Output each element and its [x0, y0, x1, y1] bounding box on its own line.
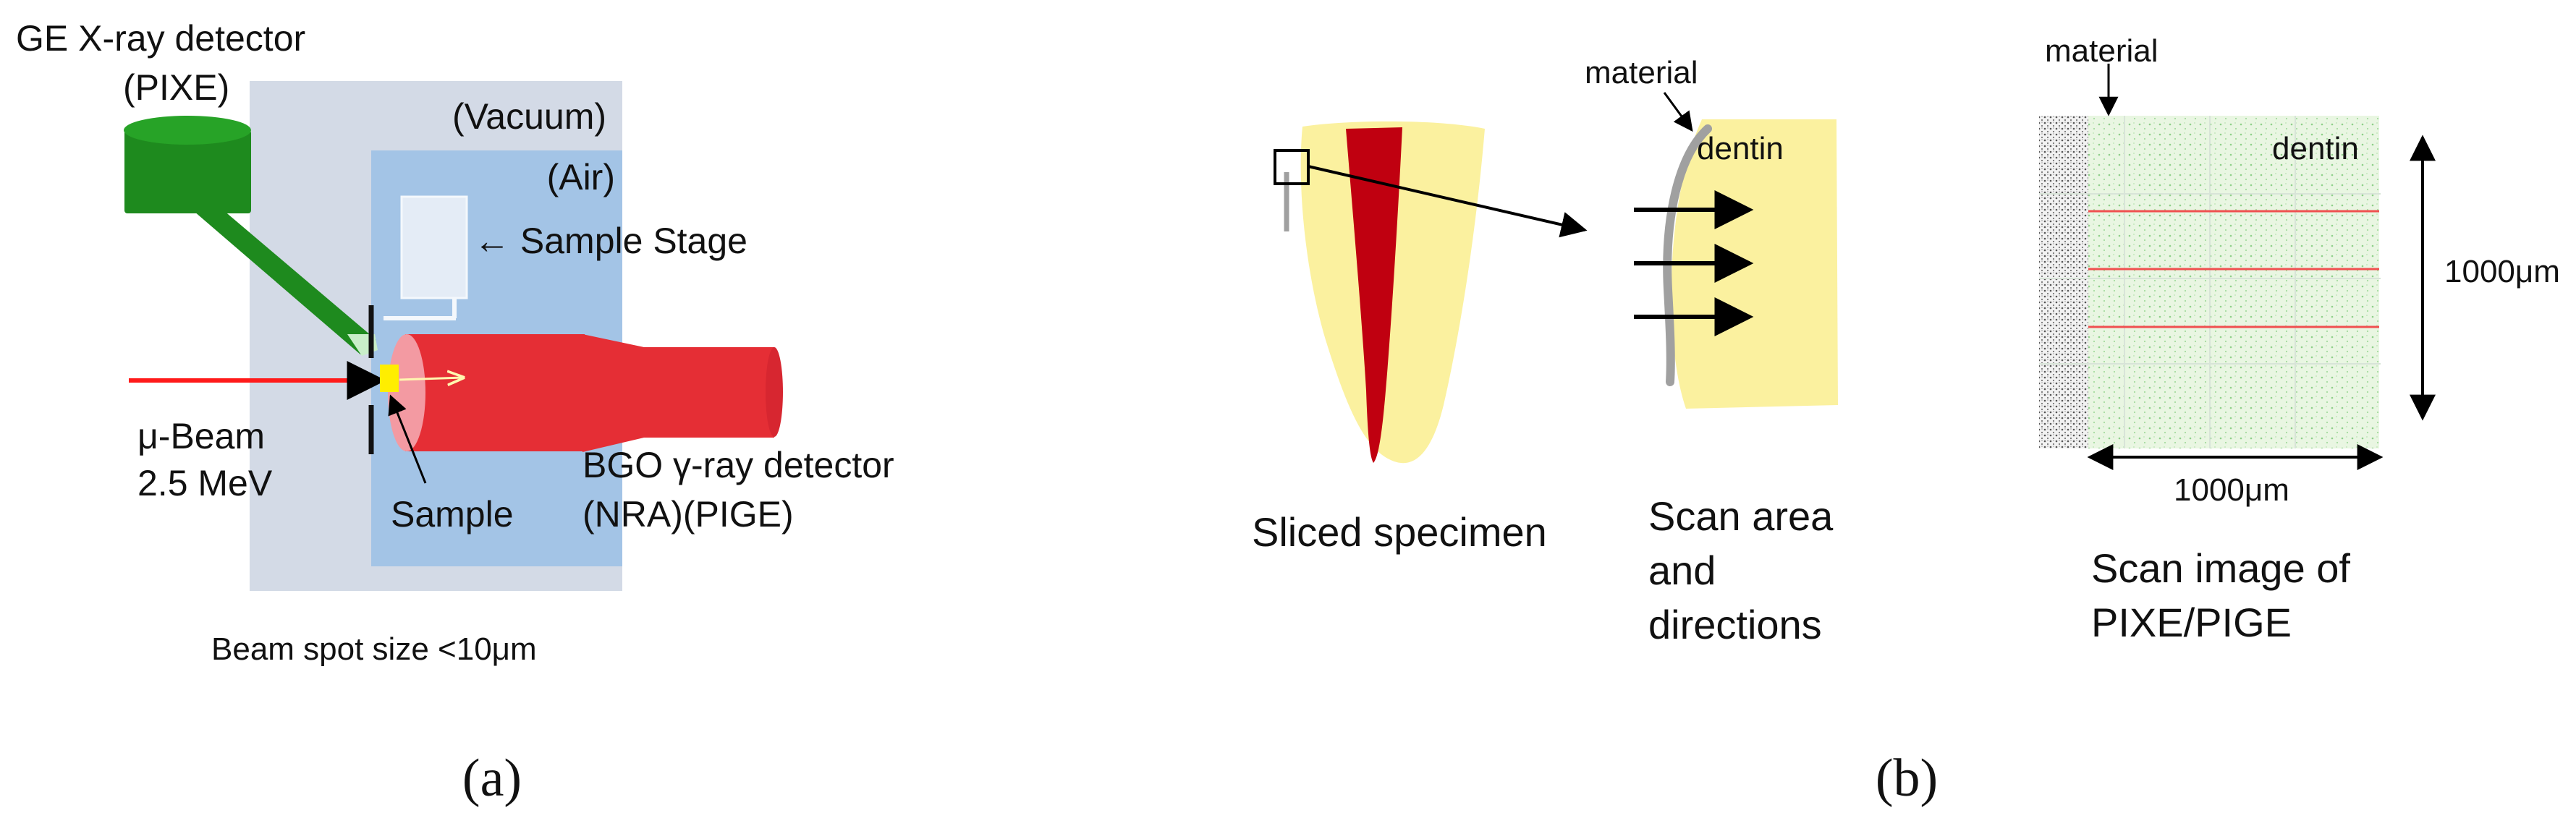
dentin-label-2: dentin	[2272, 131, 2359, 166]
scan-area-label: Scan area	[1648, 493, 1834, 539]
detector-snout	[174, 194, 376, 354]
bgo-label: BGO γ-ray detector	[582, 445, 894, 485]
beam-energy-label: 2.5 MeV	[137, 463, 273, 503]
bgo-sublabel: (NRA)(PIGE)	[582, 494, 794, 535]
sample-stage	[400, 195, 468, 299]
panel-a: (Vacuum) (Air) ← Sample Stage GE X-ray d…	[16, 18, 894, 808]
vacuum-label: (Vacuum)	[452, 96, 606, 137]
air-label: (Air)	[547, 157, 615, 197]
panel-b: Sliced specimen material dentin Scan are…	[1252, 33, 2560, 808]
bgo-cone	[582, 334, 644, 452]
detector-top	[124, 116, 251, 145]
bgo-front-face	[388, 334, 425, 451]
scan-material-band	[2039, 116, 2088, 448]
beam-label: μ-Beam	[137, 416, 265, 456]
scale-horizontal-label: 1000μm	[2174, 472, 2289, 508]
scan-lines	[2088, 210, 2379, 328]
material-label-2: material	[2045, 33, 2158, 69]
scan-image-label: Scan image of	[2091, 545, 2350, 591]
beam-spot-size: Beam spot size <10μm	[211, 631, 537, 667]
scale-vertical-label: 1000μm	[2444, 254, 2560, 289]
material-layer	[1663, 124, 1712, 386]
transmitted-beam	[399, 378, 463, 380]
sample-pointer	[388, 394, 427, 484]
bgo-back-end	[766, 347, 783, 437]
bgo-back	[640, 347, 774, 438]
material-pointer-1	[1663, 92, 1693, 132]
scan-image-label-2: PIXE/PIGE	[2091, 600, 2292, 645]
sliced-specimen-label: Sliced specimen	[1252, 509, 1547, 555]
sample	[380, 365, 399, 392]
sample-stage-label: ← Sample Stage	[474, 221, 747, 261]
panel-a-label: (a)	[462, 749, 522, 808]
sample-label: Sample	[391, 494, 514, 535]
ge-detector-label: GE X-ray detector	[16, 18, 305, 59]
detector-body	[124, 130, 251, 213]
dentin-label-1: dentin	[1697, 131, 1784, 166]
magnify-arrow	[1308, 165, 1588, 238]
scan-area-label-2: and	[1648, 548, 1716, 593]
ge-detector-sublabel: (PIXE)	[123, 67, 229, 108]
scan-area-label-3: directions	[1648, 602, 1822, 647]
scan-image	[2088, 116, 2379, 448]
dentin-block	[1671, 119, 1838, 409]
ge-xray-detector	[124, 116, 378, 356]
bgo-front	[405, 334, 585, 451]
pulp-canal	[1346, 127, 1402, 463]
material-label-1: material	[1585, 55, 1698, 90]
bgo-detector	[388, 334, 783, 452]
panel-b-label: (b)	[1876, 749, 1938, 808]
scan-grid	[2039, 116, 2381, 448]
